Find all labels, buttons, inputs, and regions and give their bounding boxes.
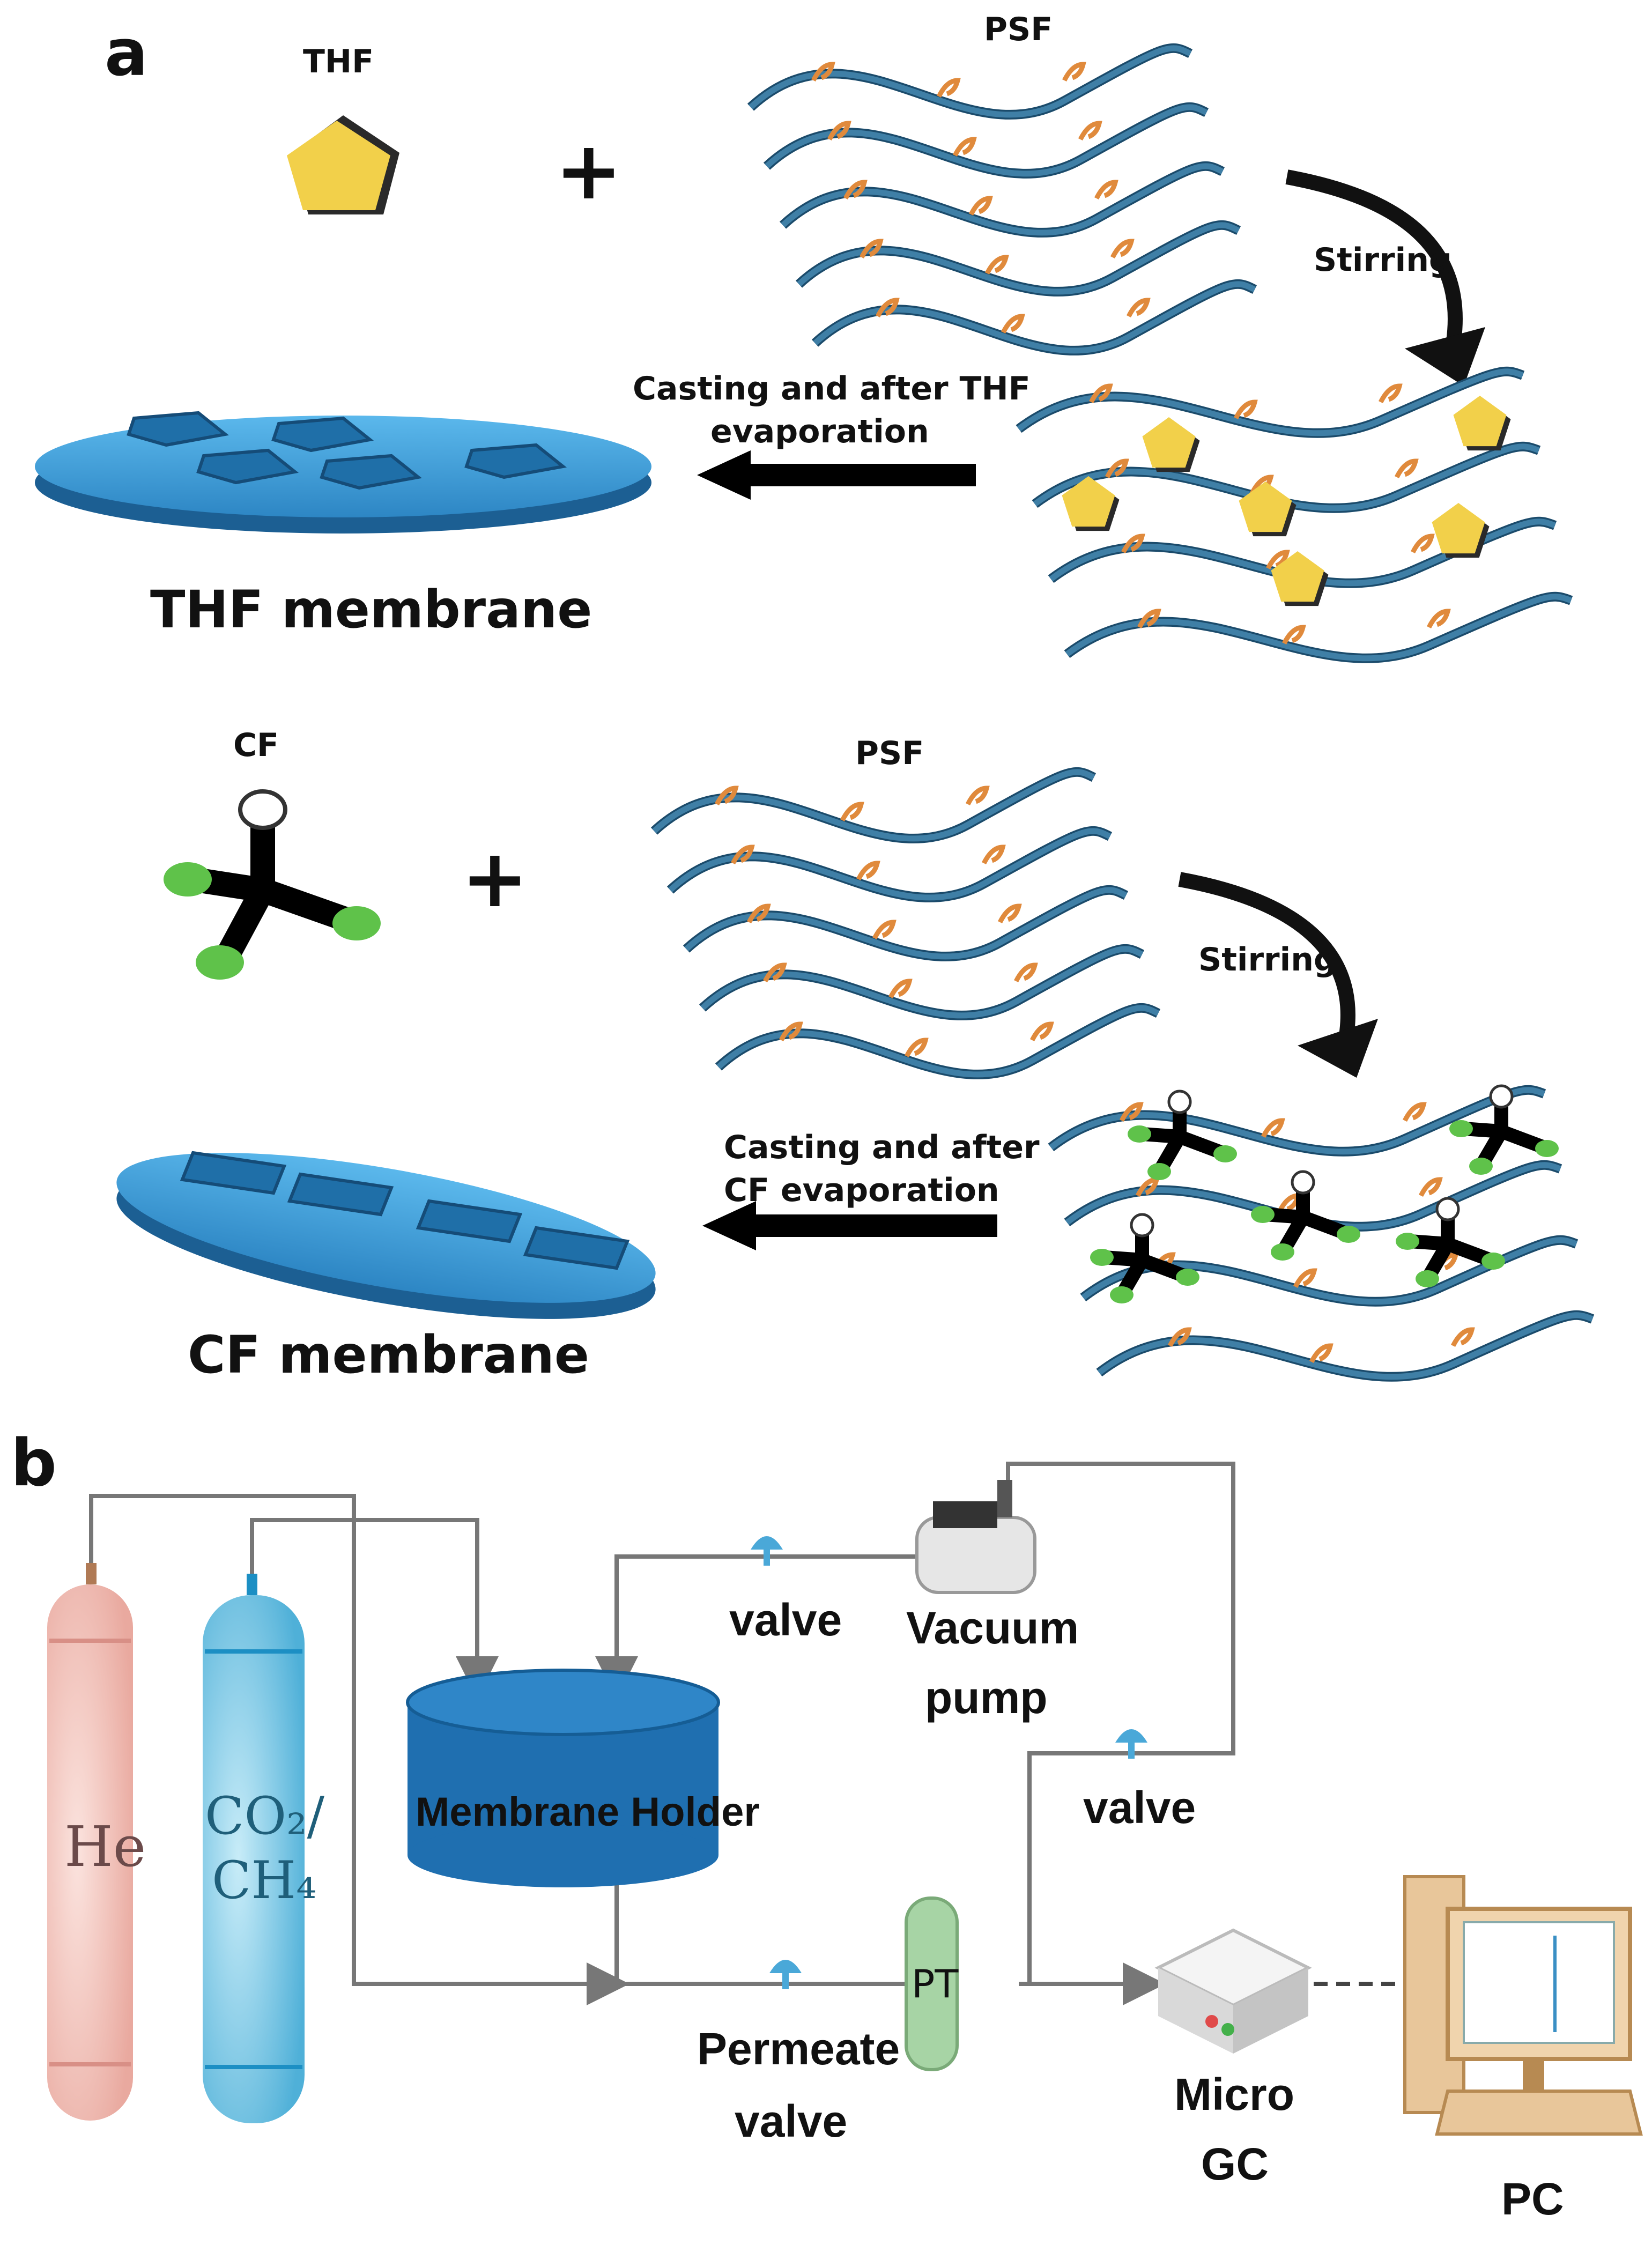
cf-psf-mixture: [1048, 1084, 1595, 1382]
stirring-arrow-1: [1285, 169, 1463, 372]
thf-polymer-label: PSF: [984, 11, 1053, 48]
thf-membrane: [35, 411, 651, 534]
gas-lines: [89, 1462, 1405, 2005]
stirring-arrow-2: [1178, 872, 1355, 1064]
he-tank-label: He: [64, 1814, 146, 1879]
valve-right-label: valve: [1083, 1782, 1196, 1833]
vacuum-label-line1: Vacuum: [906, 1603, 1079, 1653]
stirring-arrowhead-2: [1298, 1019, 1378, 1078]
pt-label: PT: [912, 1961, 959, 2006]
thf-psf-mixture: [1016, 366, 1573, 663]
membrane-holder-label: Membrane Holder: [416, 1789, 760, 1835]
plus-icon-2: +: [461, 832, 529, 925]
micro-gc-icon: [1154, 1928, 1312, 2054]
panel-b-label: b: [11, 1426, 57, 1501]
pc-icon: [1403, 1875, 1643, 2136]
psf-chains-2: [650, 767, 1161, 1079]
psf-chains-1: [747, 43, 1257, 355]
vacuum-label-line2: pump: [925, 1672, 1048, 1723]
permeate-label-line2: valve: [735, 2096, 847, 2146]
vacuum-pump-icon: [915, 1480, 1036, 1594]
permeate-label-line1: Permeate: [697, 2024, 900, 2074]
plus-icon-1: +: [555, 124, 623, 218]
cf-membrane: [116, 1151, 656, 1319]
cf-casting-line2: CF evaporation: [724, 1172, 999, 1209]
valve-icon-right: [1115, 1729, 1147, 1759]
microgc-label-line1: Micro: [1174, 2069, 1294, 2120]
panel-a-label: a: [105, 16, 148, 91]
microgc-label-line2: GC: [1201, 2139, 1269, 2189]
thf-casting-line1: Casting and after THF: [633, 370, 1031, 407]
tank-gas-line1: CO₂/: [205, 1786, 325, 1846]
pressure-transducer: [905, 1896, 959, 2071]
casting-arrow-2: [702, 1201, 997, 1250]
cf-casting-line1: Casting and after: [724, 1129, 1040, 1166]
cf-membrane-label: CF membrane: [188, 1325, 589, 1385]
valve-top-label: valve: [729, 1595, 842, 1645]
co2-ch4-tank: [203, 1574, 305, 2123]
tank-gas-line2: CH₄: [212, 1850, 317, 1910]
membrane-holder: [406, 1669, 720, 1887]
casting-arrow-1: [697, 450, 976, 500]
thf-membrane-label: THF membrane: [150, 580, 592, 640]
pc-label: PC: [1501, 2174, 1564, 2224]
cf-stirring-label: Stirring: [1198, 941, 1337, 979]
stirring-arrowhead-1: [1405, 327, 1485, 386]
thf-molecule-icon: [287, 115, 399, 214]
valve-icon-permeate: [769, 1960, 802, 1989]
thf-solvent-label: THF: [303, 43, 374, 80]
he-tank: [47, 1563, 133, 2121]
cf-molecule-icon: [164, 789, 381, 980]
thf-casting-line2: evaporation: [710, 413, 929, 450]
thf-stirring-label: Stirring: [1314, 241, 1452, 279]
cf-polymer-label: PSF: [855, 735, 924, 772]
cf-solvent-label: CF: [233, 727, 279, 764]
valve-icon-top: [751, 1536, 783, 1566]
